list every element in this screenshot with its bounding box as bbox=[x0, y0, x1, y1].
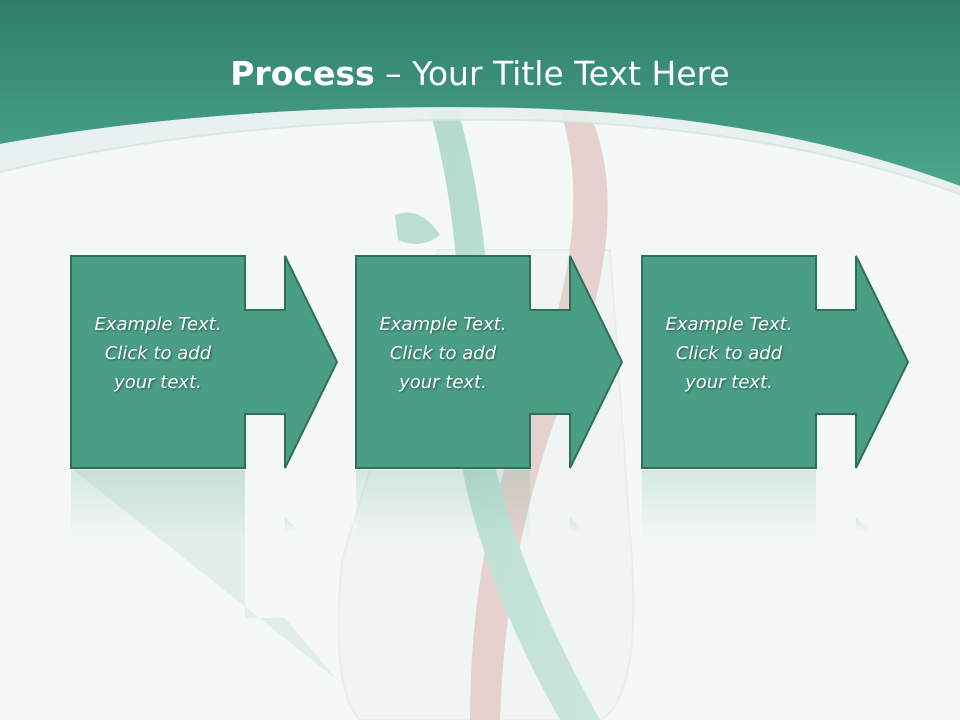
title-rest: – Your Title Text Here bbox=[374, 54, 730, 93]
step-3-shape bbox=[641, 255, 910, 469]
title-strong: Process bbox=[230, 54, 375, 93]
step-2-shape bbox=[355, 255, 624, 469]
header-band bbox=[0, 0, 960, 186]
step-2-line-2: Click to add bbox=[389, 343, 497, 364]
step-3-line-3: your text. bbox=[685, 372, 773, 393]
process-step-3[interactable]: Example Text. Click to add your text. bbox=[641, 255, 912, 469]
step-1-text: Example Text. Click to add your text. bbox=[71, 310, 245, 397]
step-3-line-2: Click to add bbox=[675, 343, 783, 364]
page-title[interactable]: Process – Your Title Text Here bbox=[0, 52, 960, 96]
step-3-line-1: Example Text. bbox=[665, 314, 793, 335]
step-1-line-2: Click to add bbox=[104, 343, 212, 364]
process-step-2[interactable]: Example Text. Click to add your text. bbox=[355, 255, 626, 469]
step-2-line-1: Example Text. bbox=[379, 314, 507, 335]
step-3-text: Example Text. Click to add your text. bbox=[642, 310, 816, 397]
step-2-line-3: your text. bbox=[399, 372, 487, 393]
step-1-line-3: your text. bbox=[114, 372, 202, 393]
step-1-line-1: Example Text. bbox=[94, 314, 222, 335]
process-step-1[interactable]: Example Text. Click to add your text. bbox=[70, 255, 341, 680]
step-2-text: Example Text. Click to add your text. bbox=[356, 310, 530, 397]
step-reflections bbox=[71, 470, 871, 540]
